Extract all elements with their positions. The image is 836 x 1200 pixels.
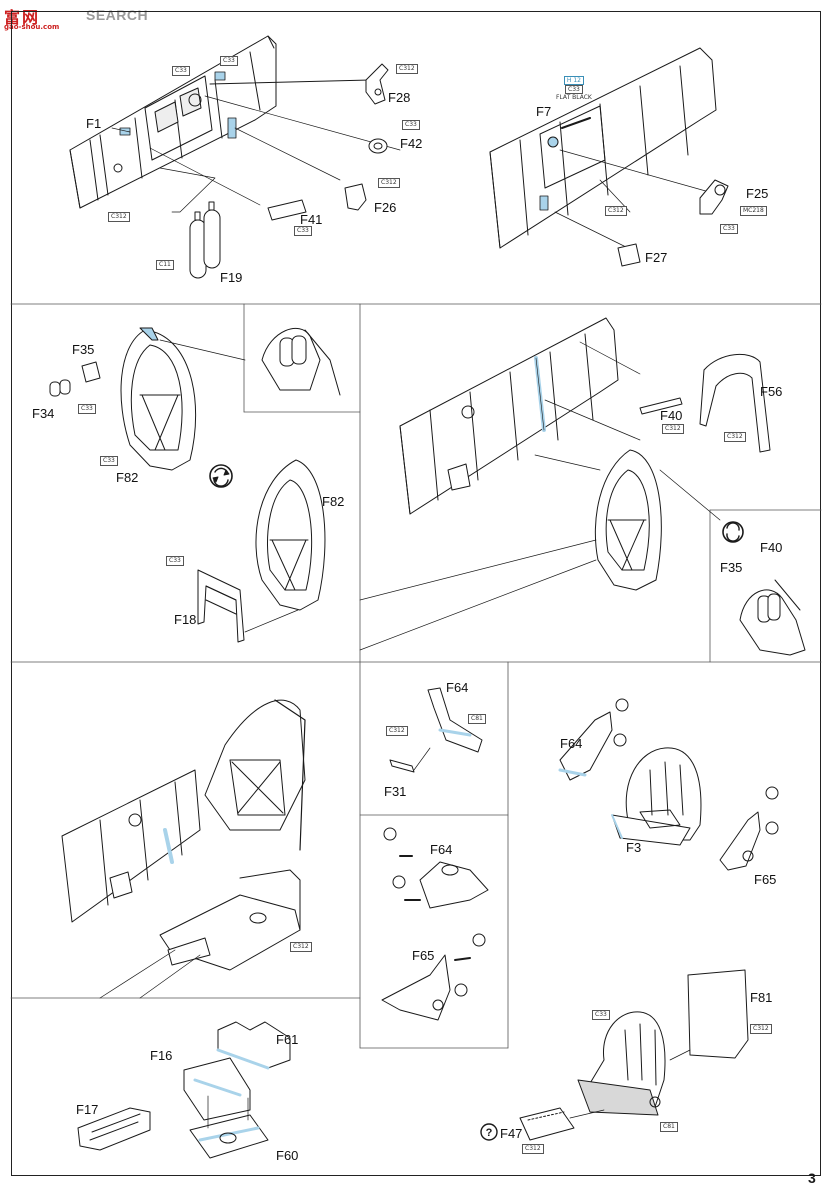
paint-note: H 12 C33 FLAT BLACK — [556, 76, 592, 101]
paint-note-text: FLAT BLACK — [556, 94, 592, 101]
code-c8: C11 — [156, 260, 174, 270]
label-F41: F41 — [300, 212, 323, 227]
label-F17: F17 — [76, 1102, 99, 1117]
code-c9: C312 — [605, 206, 627, 216]
page-frame — [11, 11, 821, 1176]
label-F28: F28 — [388, 90, 411, 105]
panel-4-bulkhead-install — [359, 317, 806, 656]
watermark-logo: 富网 gao-shou.com — [2, 4, 64, 34]
label-F1: F1 — [86, 116, 102, 131]
code-c18: C312 — [386, 726, 408, 736]
label-F26: F26 — [374, 200, 397, 215]
label-F65-p7: F65 — [754, 872, 777, 887]
code-c16: C312 — [724, 432, 746, 442]
panel-dividers — [10, 303, 822, 1049]
label-F42: F42 — [400, 136, 423, 151]
panel-6-f64 — [389, 687, 483, 773]
label-F60: F60 — [276, 1148, 299, 1163]
code-c13: C33 — [100, 456, 118, 466]
label-F81: F81 — [750, 990, 773, 1005]
label-F19: F19 — [220, 270, 243, 285]
panel-9-floor-parts — [77, 1021, 291, 1159]
label-F64-p6: F64 — [446, 680, 469, 695]
watermark-cn-text: 富网 — [4, 8, 41, 27]
panel-10-final-seat: ? — [480, 969, 749, 1141]
label-F16: F16 — [150, 1048, 173, 1063]
label-F18: F18 — [174, 612, 197, 627]
label-F82b: F82 — [322, 494, 345, 509]
label-F27: F27 — [645, 250, 668, 265]
label-F64-p7: F64 — [560, 736, 583, 751]
label-F35: F35 — [72, 342, 95, 357]
panel-8-details — [381, 827, 489, 1021]
question-mark-icon: ? — [480, 1123, 498, 1141]
panel-7-seat — [558, 698, 779, 871]
code-c5: C312 — [378, 178, 400, 188]
label-F35-inset: F35 — [720, 560, 743, 575]
label-F40b: F40 — [760, 540, 783, 555]
paint-note-hv: H 12 — [563, 76, 584, 85]
code-c20: C33 — [592, 1010, 610, 1020]
svg-text:?: ? — [486, 1127, 493, 1139]
paint-note-code: C33 — [565, 85, 583, 94]
code-c6: C312 — [108, 212, 130, 222]
code-c11: C33 — [720, 224, 738, 234]
rotate-view-icon — [209, 464, 233, 488]
code-c19: C81 — [468, 714, 486, 724]
code-c14: C33 — [166, 556, 184, 566]
label-F64-p8: F64 — [430, 842, 453, 857]
label-F3: F3 — [626, 840, 642, 855]
label-F40a: F40 — [660, 408, 683, 423]
label-F82a: F82 — [116, 470, 139, 485]
rotate-view-icon-2 — [722, 521, 744, 543]
label-F25: F25 — [746, 186, 769, 201]
panel-1-left-wall — [69, 35, 401, 279]
label-F34: F34 — [32, 406, 55, 421]
code-c4: C33 — [402, 120, 420, 130]
code-c23: C312 — [522, 1144, 544, 1154]
panel-2-right-wall — [489, 47, 729, 267]
label-F47: F47 — [500, 1126, 523, 1141]
code-c2: C33 — [220, 56, 238, 66]
label-F7: F7 — [536, 104, 552, 119]
label-F56: F56 — [760, 384, 783, 399]
code-c17: C312 — [290, 942, 312, 952]
label-F65-p8: F65 — [412, 948, 435, 963]
code-c10: MC218 — [740, 206, 767, 216]
page-number: 3 — [808, 1170, 816, 1186]
label-F31: F31 — [384, 784, 407, 799]
code-c22: C81 — [660, 1122, 678, 1132]
panel-3-bulkhead — [49, 327, 341, 643]
code-c21: C312 — [750, 1024, 772, 1034]
code-c12: C33 — [78, 404, 96, 414]
panel-5-floor — [61, 699, 306, 999]
code-c1: C33 — [172, 66, 190, 76]
code-c15: C312 — [662, 424, 684, 434]
code-c7: C33 — [294, 226, 312, 236]
code-c3: C312 — [396, 64, 418, 74]
label-F61: F61 — [276, 1032, 299, 1047]
watermark-url: gao-shou.com — [4, 23, 60, 31]
